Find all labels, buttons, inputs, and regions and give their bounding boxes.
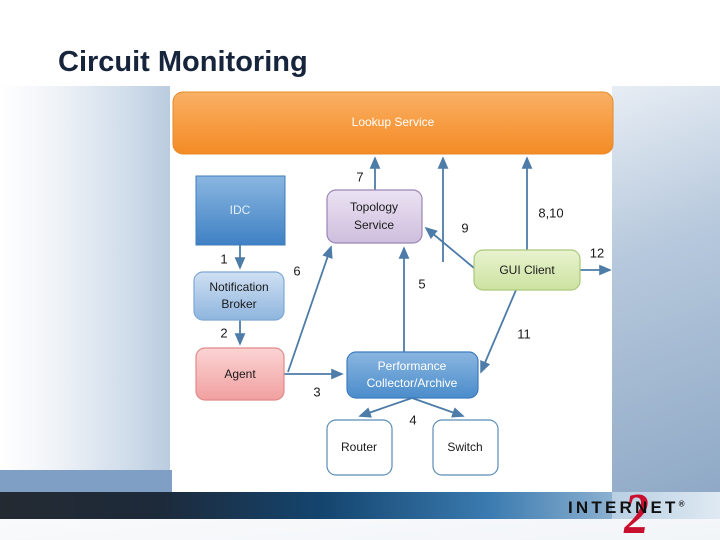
node-performance-collector-archive[interactable]: Performance Collector/Archive — [346, 351, 479, 399]
node-agent[interactable]: Agent — [195, 347, 285, 401]
edge-label-5: 5 — [418, 276, 425, 291]
left-gradient-margin — [0, 86, 172, 492]
node-gui-client[interactable]: GUI Client — [473, 249, 581, 291]
node-gui-client-label: GUI Client — [499, 263, 555, 277]
node-lookup-service-label: Lookup Service — [352, 115, 435, 129]
diagram-edge-labels: 1 2 3 4 5 6 7 8,10 9 11 12 — [220, 169, 604, 427]
edge-4-switch-path — [411, 397, 465, 418]
edge-label-7: 7 — [356, 169, 363, 184]
edge-label-8-10: 8,10 — [538, 205, 563, 220]
node-performance-collector-label-line1: Performance — [378, 359, 447, 373]
edge-label-6: 6 — [293, 263, 300, 278]
edge-label-11: 11 — [517, 326, 531, 341]
edge-11-path — [480, 289, 517, 374]
edge-label-9: 9 — [461, 220, 468, 235]
node-notification-broker[interactable]: Notification Broker — [193, 271, 285, 321]
edge-label-4: 4 — [409, 412, 416, 427]
node-router-label: Router — [341, 440, 377, 454]
node-notification-broker-label-line2: Broker — [221, 297, 256, 311]
node-idc[interactable]: IDC — [195, 175, 286, 246]
logo-wordmark: INTERNET® — [568, 498, 685, 518]
logo-wordmark-text: INTERNET — [568, 498, 679, 517]
edge-label-2: 2 — [220, 325, 227, 340]
edge-4-router-path — [358, 397, 413, 418]
edge-label-3: 3 — [313, 384, 320, 399]
bottom-bar-right-cap — [612, 492, 720, 519]
edge-label-12: 12 — [590, 245, 604, 260]
right-side-panel — [612, 86, 720, 492]
node-topology-service-label-line1: Topology — [350, 200, 398, 214]
node-router[interactable]: Router — [326, 419, 393, 476]
bottom-gradient-bar — [0, 492, 720, 519]
node-topology-service[interactable]: Topology Service — [326, 189, 423, 244]
node-switch-label: Switch — [447, 440, 482, 454]
edge-6-path — [287, 245, 333, 373]
internet2-logo: 2 INTERNET® — [566, 481, 716, 540]
diagram-edges — [234, 156, 612, 418]
node-notification-broker-label-line1: Notification — [209, 280, 268, 294]
node-switch[interactable]: Switch — [432, 419, 499, 476]
node-lookup-service[interactable]: Lookup Service — [172, 91, 614, 155]
node-performance-collector-label-line2: Collector/Archive — [367, 376, 458, 390]
node-agent-label: Agent — [224, 367, 256, 381]
page-title: Circuit Monitoring — [58, 46, 308, 78]
bottom-light-bar — [0, 470, 172, 492]
edge-label-1: 1 — [220, 251, 227, 266]
node-idc-label: IDC — [230, 203, 251, 217]
logo-registered-icon: ® — [678, 499, 685, 509]
edge-9-path — [424, 226, 475, 269]
node-topology-service-label-line2: Service — [354, 218, 394, 232]
logo-numeral-2: 2 — [624, 481, 649, 540]
